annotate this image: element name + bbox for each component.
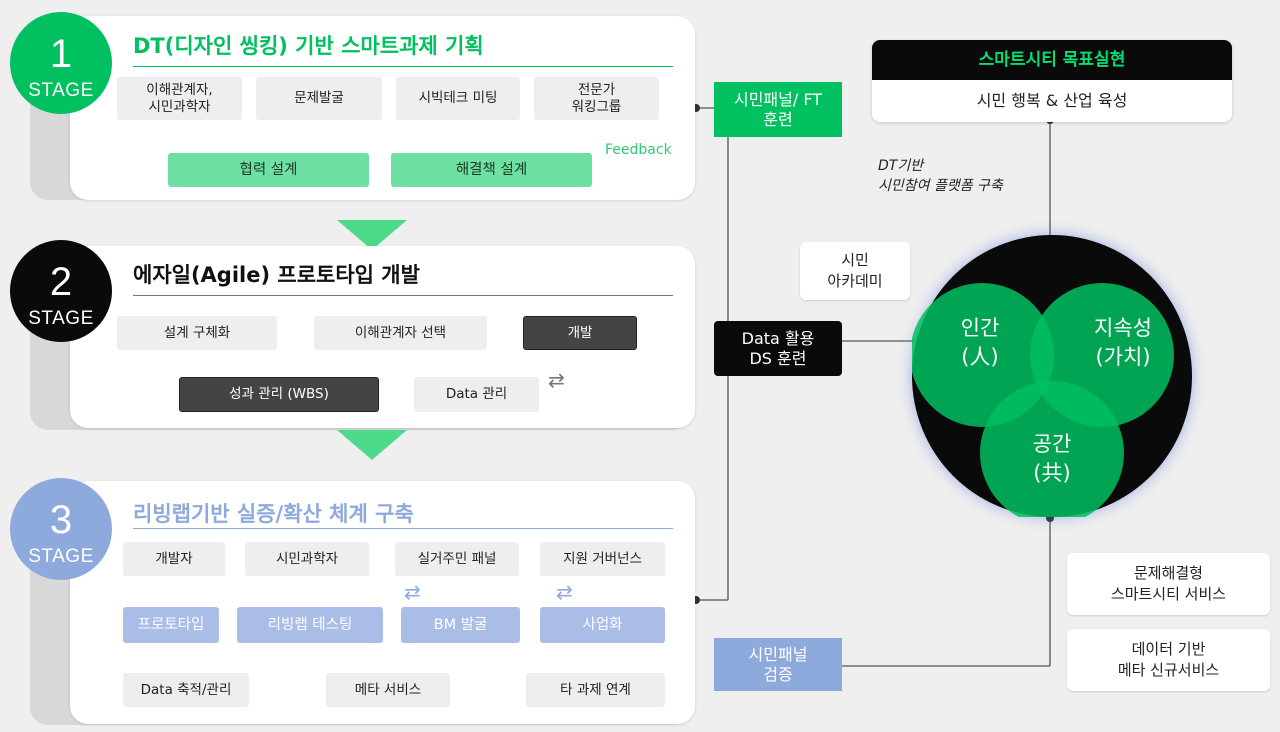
s3-box-data-accum: Data 축적/관리 (123, 673, 249, 707)
venn-circle-space (980, 381, 1124, 517)
note-platform: DT기반 시민참여 플랫폼 구축 (878, 158, 1003, 194)
cycle-icon: ⇄ (404, 580, 421, 604)
s2-box-develop: 개발 (523, 316, 637, 350)
goal-header: 스마트시티 목표실현 (872, 40, 1232, 80)
s3-box-developer: 개발자 (123, 542, 225, 576)
s2-box-wbs: 성과 관리 (WBS) (179, 377, 379, 412)
goal-body: 시민 행복 & 산업 육성 (976, 91, 1128, 110)
stage3-badge: 3 STAGE (10, 478, 112, 580)
s3-box-resident-panel: 실거주민 패널 (395, 542, 519, 576)
stage1-badge: 1 STAGE (10, 12, 112, 114)
tag-panel-verify: 시민패널 검증 (714, 638, 842, 691)
cycle-icon: ⇄ (556, 580, 573, 604)
venn-label-sustain: 지속성 (가치) (1094, 316, 1152, 369)
s1-feedback-label: Feedback (605, 142, 672, 158)
s1-solution-design: 해결책 설계 (391, 153, 592, 187)
s3-box-other-project: 타 과제 연계 (526, 673, 665, 707)
stage1-number: 1 (49, 32, 73, 76)
s1-box-problem: 문제발굴 (256, 77, 382, 120)
note-academy: 시민 아카데미 (800, 242, 910, 300)
s3-box-livinglab: 리빙랩 테스팅 (237, 607, 383, 643)
stage1-to-2-arrow (337, 220, 407, 250)
stage3-number: 3 (49, 498, 73, 542)
stage2-to-3-arrow (337, 430, 407, 460)
s3-box-citizen-scientist: 시민과학자 (245, 542, 369, 576)
stage3-underline (133, 528, 673, 529)
stage2-badge: 2 STAGE (10, 240, 112, 342)
s1-box-stakeholder: 이해관계자, 시민과학자 (117, 77, 242, 120)
s1-box-civictech: 시빅테크 미팅 (396, 77, 520, 120)
stage2-underline (133, 295, 673, 296)
s2-box-data: Data 관리 (414, 377, 539, 412)
s2-box-design: 설계 구체화 (117, 316, 277, 350)
stage2-label: STAGE (28, 308, 94, 329)
venn-label-space: 공간 (共) (1032, 432, 1072, 485)
service-problem-solving: 문제해결형 스마트시티 서비스 (1067, 553, 1270, 615)
s3-box-meta-service: 메타 서비스 (326, 673, 450, 707)
stage2-title: 에자일(Agile) 프로토타입 개발 (133, 263, 420, 287)
cycle-icon: ⇄ (548, 368, 565, 392)
goal-box: 스마트시티 목표실현 시민 행복 & 산업 육성 (872, 40, 1232, 122)
s1-coop-design: 협력 설계 (168, 153, 369, 187)
tag-data-ds: Data 활용 DS 훈련 (714, 321, 842, 376)
stage3-label: STAGE (28, 546, 94, 567)
s3-box-bm: BM 발굴 (401, 607, 520, 643)
s3-box-governance: 지원 거버넌스 (540, 542, 665, 576)
stage1-title: DT(디자인 씽킹) 기반 스마트과제 기획 (133, 34, 484, 58)
s3-box-prototype: 프로토타입 (123, 607, 219, 643)
stage1-label: STAGE (28, 80, 94, 101)
stage1-underline (133, 66, 673, 67)
s3-box-business: 사업화 (540, 607, 665, 643)
venn-diagram (912, 283, 1174, 517)
s2-box-stakeholder-select: 이해관계자 선택 (314, 316, 487, 350)
service-meta-data: 데이터 기반 메타 신규서비스 (1067, 629, 1270, 691)
stage3-title: 리빙랩기반 실증/확산 체계 구축 (133, 502, 414, 526)
tag-panel-ft: 시민패널/ FT 훈련 (714, 82, 842, 137)
s1-box-expert: 전문가 워킹그룹 (534, 77, 659, 120)
stage2-number: 2 (49, 260, 73, 304)
venn-label-human: 인간 (人) (960, 316, 1000, 369)
